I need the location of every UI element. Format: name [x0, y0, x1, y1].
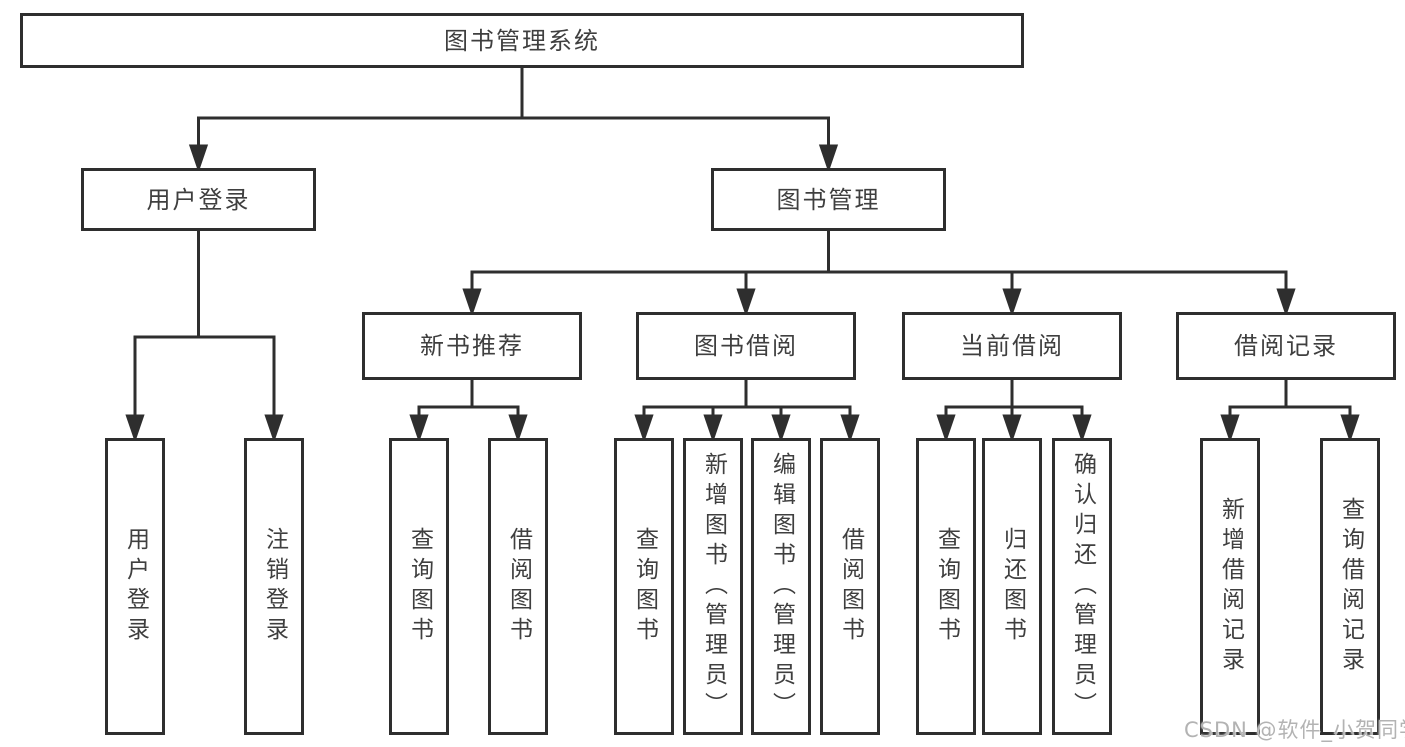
csdn-watermark: CSDN @软件_小贺同学 — [1184, 718, 1405, 742]
node-leaf-add-borrow-record: 新增借阅记录 — [1200, 438, 1260, 735]
node-user-login: 用户登录 — [81, 168, 316, 231]
node-borrowing-records: 借阅记录 — [1176, 312, 1396, 380]
node-label: 新增图书（管理员） — [700, 451, 727, 722]
node-label: 图书管理系统 — [444, 26, 600, 55]
node-leaf-confirm-return: 确认归还（管理员） — [1052, 438, 1112, 735]
node-label: 查询借阅记录 — [1337, 496, 1364, 677]
node-label: 图书借阅 — [694, 332, 798, 360]
node-label: 借阅图书 — [837, 526, 864, 647]
node-leaf-borrow-books-2: 借阅图书 — [820, 438, 880, 735]
node-label: 用户登录 — [146, 185, 251, 214]
node-label: 注销登录 — [261, 526, 288, 647]
node-label: 查询图书 — [406, 526, 433, 647]
node-leaf-query-books-2: 查询图书 — [614, 438, 674, 735]
node-current-borrowing: 当前借阅 — [902, 312, 1122, 380]
node-label: 新书推荐 — [420, 332, 524, 360]
node-leaf-logout: 注销登录 — [244, 438, 304, 735]
node-leaf-user-login: 用户登录 — [105, 438, 165, 735]
node-leaf-query-books-3: 查询图书 — [916, 438, 976, 735]
node-leaf-query-books-1: 查询图书 — [389, 438, 449, 735]
node-leaf-add-books: 新增图书（管理员） — [683, 438, 743, 735]
node-label: 借阅记录 — [1234, 332, 1338, 360]
node-book-management: 图书管理 — [711, 168, 946, 231]
node-leaf-query-borrow-record: 查询借阅记录 — [1320, 438, 1380, 735]
node-label: 查询图书 — [933, 526, 960, 647]
node-label: 图书管理 — [776, 185, 881, 214]
node-leaf-edit-books: 编辑图书（管理员） — [751, 438, 811, 735]
node-new-book-recommend: 新书推荐 — [362, 312, 582, 380]
node-label: 确认归还（管理员） — [1069, 451, 1096, 722]
node-label: 新增借阅记录 — [1217, 496, 1244, 677]
node-label: 当前借阅 — [960, 332, 1064, 360]
node-label: 查询图书 — [631, 526, 658, 647]
node-root: 图书管理系统 — [20, 13, 1024, 68]
node-label: 编辑图书（管理员） — [768, 451, 795, 722]
node-leaf-return-books: 归还图书 — [982, 438, 1042, 735]
node-label: 归还图书 — [999, 526, 1026, 647]
node-leaf-borrow-books-1: 借阅图书 — [488, 438, 548, 735]
node-book-borrowing: 图书借阅 — [636, 312, 856, 380]
node-label: 借阅图书 — [505, 526, 532, 647]
node-label: 用户登录 — [122, 526, 149, 647]
